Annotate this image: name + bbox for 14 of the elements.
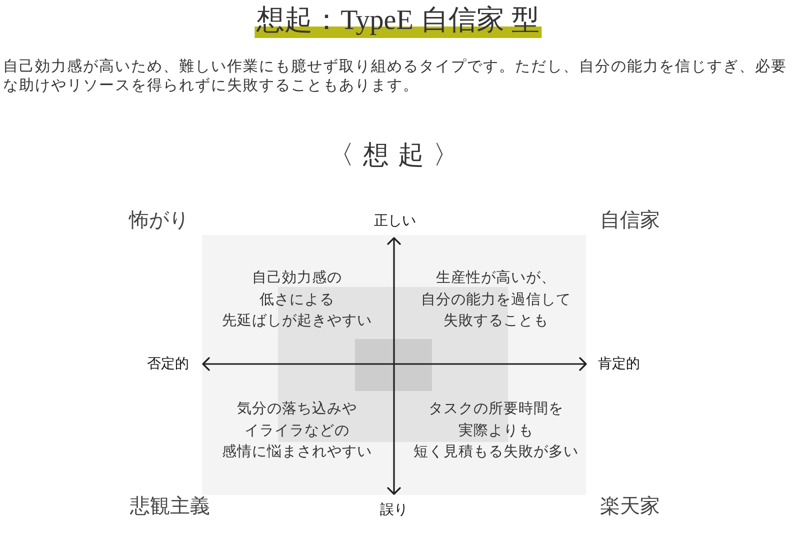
quadrant-text: 生産性が高いが、自分の能力を過信して失敗することも: [421, 268, 571, 331]
axis-label: 正しい: [374, 212, 416, 230]
axis-label: 肯定的: [598, 355, 640, 373]
description-paragraph: 自己効力感が高いため、難しい作業にも臆せず取り組めるタイプです。ただし、自分の能力を信じすぎ、必要な助けやリソースを得られずに失敗することもあります。: [3, 58, 787, 96]
quadrant-text: 自己効力感の低さによる先延ばしが起きやすい: [222, 268, 372, 331]
corner-label: 怖がり: [129, 208, 189, 234]
corner-label: 自信家: [600, 208, 660, 234]
quadrant-text: タスクの所要時間を実際よりも短く見積もる失敗が多い: [414, 400, 578, 462]
axis-label: 誤り: [380, 501, 408, 519]
chart-heading: 〈想起〉: [328, 140, 468, 172]
quadrant-text: 気分の落ち込みやイライラなどの感情に悩まされやすい: [222, 400, 372, 462]
axis-label: 否定的: [147, 355, 189, 373]
corner-label: 楽天家: [600, 494, 660, 520]
corner-label: 悲観主義: [130, 494, 210, 520]
